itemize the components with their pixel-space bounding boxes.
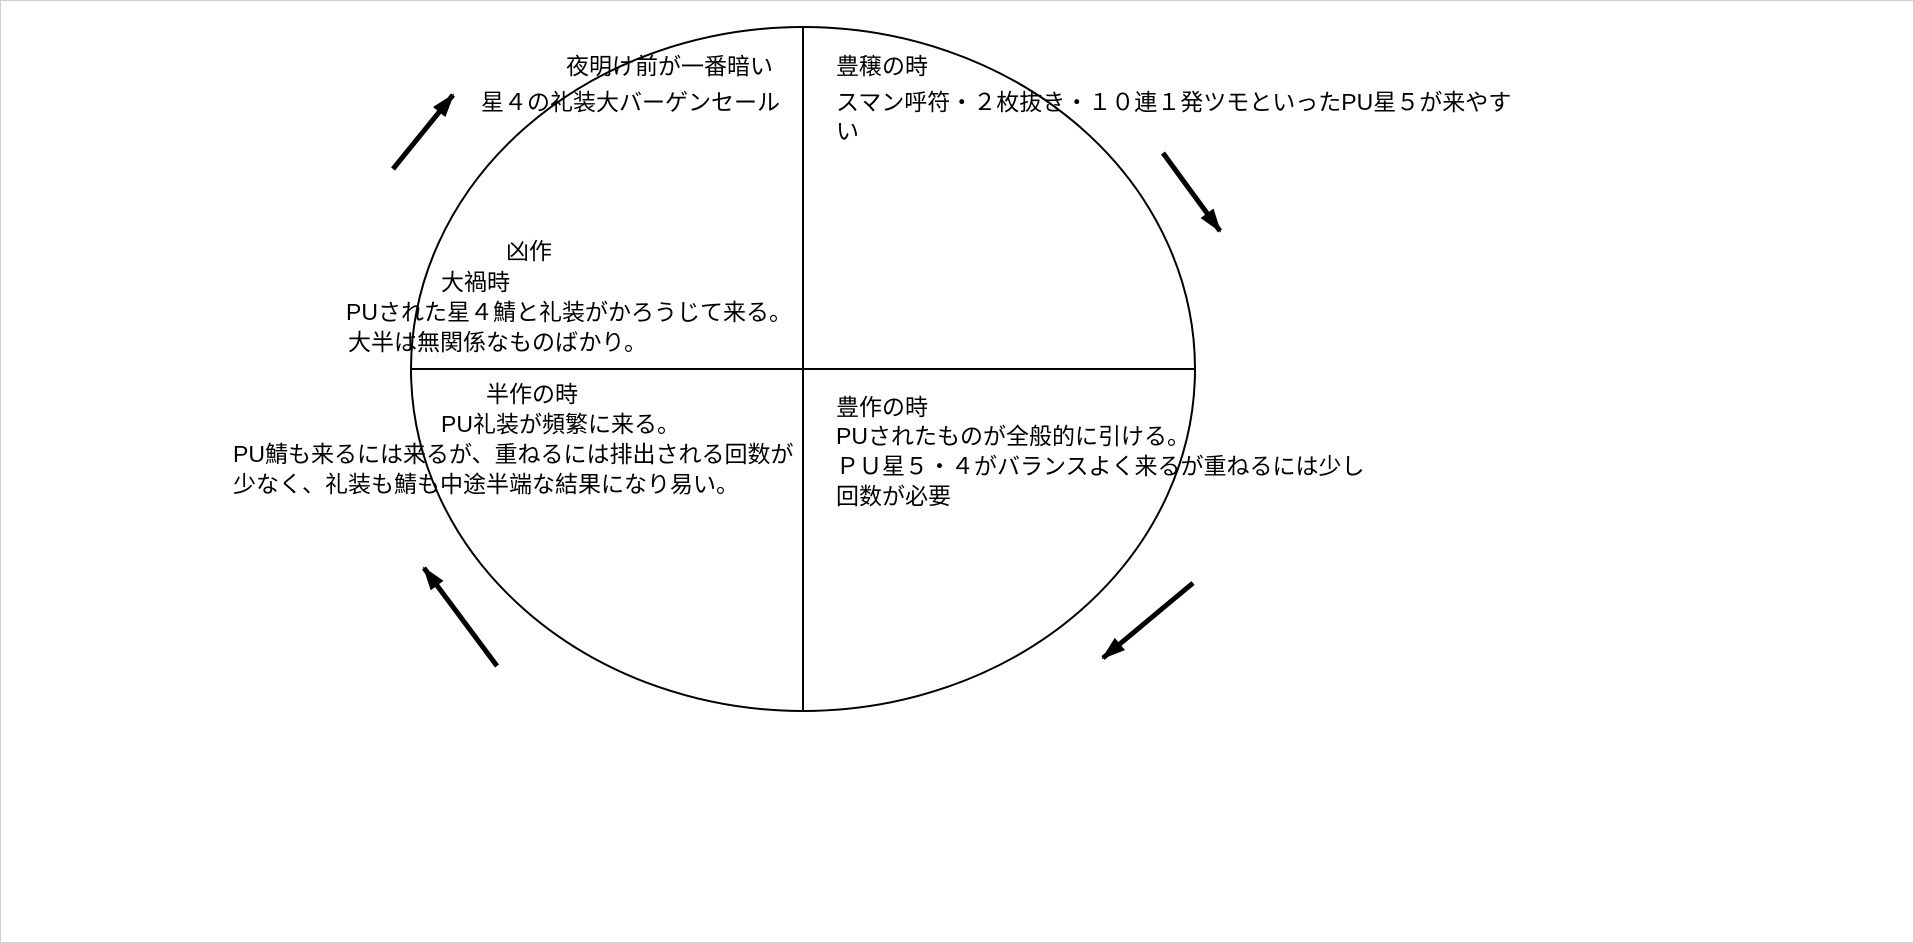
phase-failure-line4: 大半は無関係なものばかり。 [348,329,647,355]
phase-failure-line2: 大禍時 [441,269,510,295]
phase-good-harvest-line2: ＰＵ星５・４がバランスよく来るが重ねるには少し [836,453,1365,479]
phase-good-harvest-line1: PUされたものが全般的に引ける。 [836,423,1190,449]
phase-good-harvest-line3: 回数が必要 [836,483,951,509]
phase-half-harvest-title: 半作の時 [486,381,578,407]
phase-half-harvest-line1: PU礼装が頻繁に来る。 [441,411,680,437]
phase-dawn-line2: 星４の礼装大バーゲンセール [481,89,780,115]
phase-abundance-title: 豊穣の時 [836,53,928,79]
cycle-arrow-top-right-icon [1160,151,1223,233]
phase-failure-line3: PUされた星４鯖と礼装がかろうじて来る。 [346,299,792,325]
cycle-arrow-bottom-right-icon [1101,581,1195,660]
phase-abundance-body: スマン呼符・２枚抜き・１０連１発ツモといったPU星５が来やすい [836,89,1512,144]
phase-failure-line1: 凶作 [506,238,552,264]
phase-good-harvest-title: 豊作の時 [836,394,928,420]
phase-dawn-line1: 夜明け前が一番暗い [566,53,773,79]
phase-half-harvest-line2: PU鯖も来るには来るが、重ねるには排出される回数が [233,441,794,467]
cycle-arrow-bottom-left-icon [421,566,500,668]
phase-half-harvest-line3: 少なく、礼装も鯖も中途半端な結果になり易い。 [233,471,739,497]
cycle-arrow-top-left-icon [391,93,455,171]
